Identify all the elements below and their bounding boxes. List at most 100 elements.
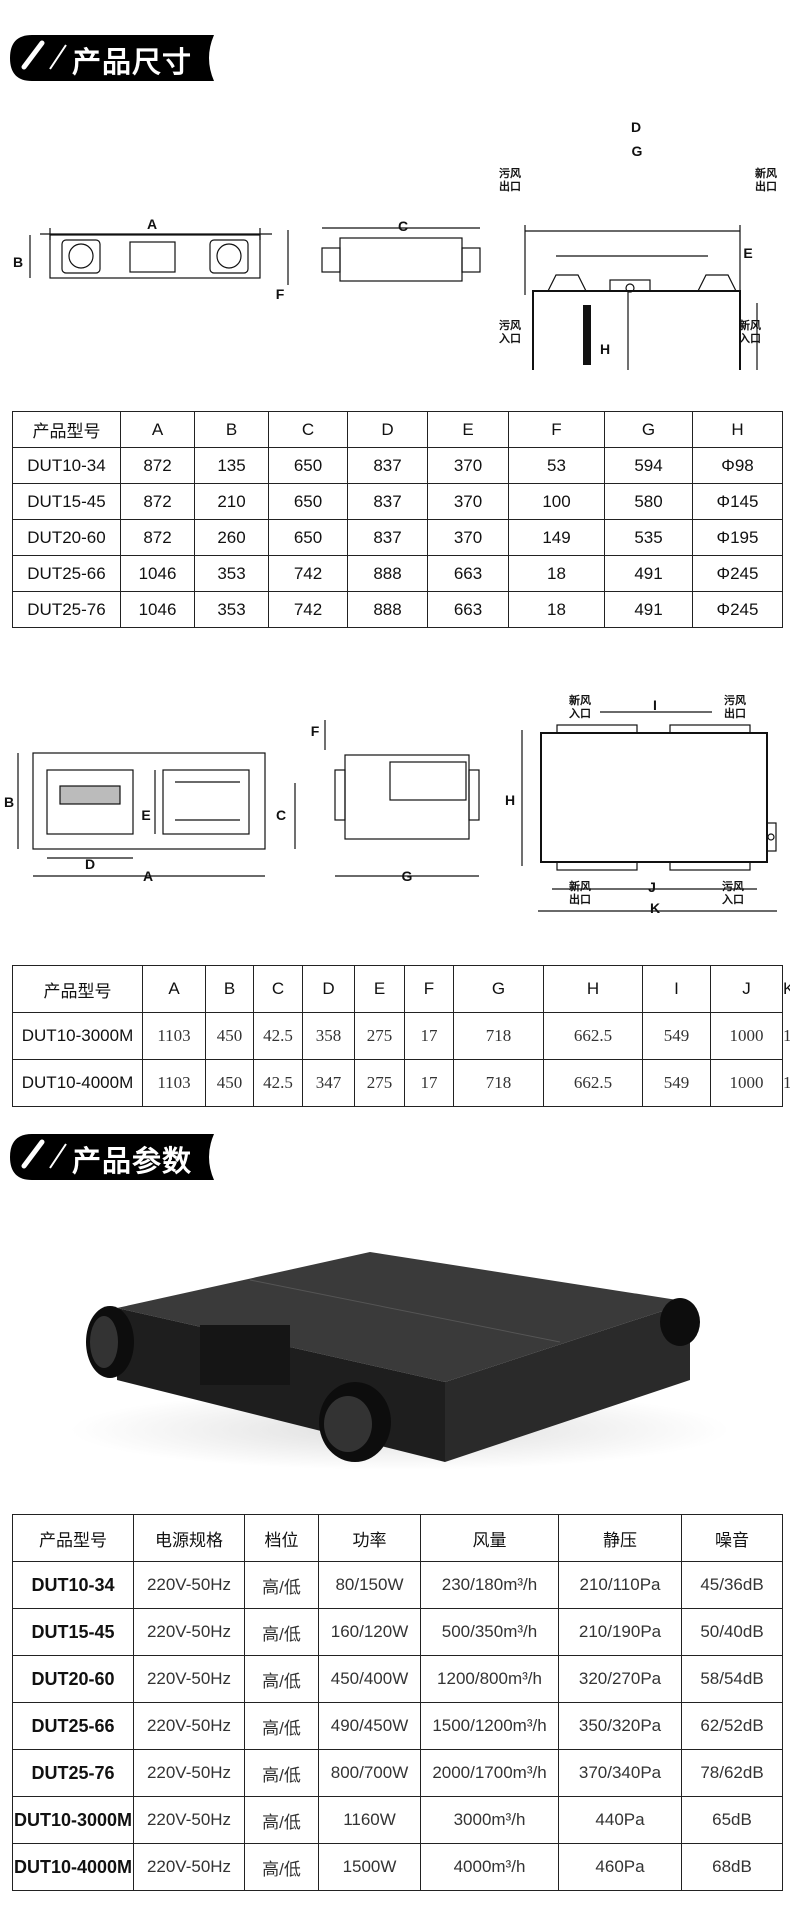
table-cell: 220V-50Hz <box>133 1655 245 1703</box>
dim-label-a: A <box>142 868 154 884</box>
table-cell: 742 <box>268 591 348 628</box>
section-title: 产品尺寸 <box>72 45 193 79</box>
column-header: E <box>427 411 509 448</box>
table-cell: 210/110Pa <box>558 1561 682 1609</box>
table-cell: Φ245 <box>692 555 783 592</box>
column-header: D <box>347 411 428 448</box>
table-cell: 160/120W <box>318 1608 421 1656</box>
dim-label-e: E <box>743 245 753 261</box>
dim-label-d: D <box>84 856 96 872</box>
table-cell: 663 <box>427 555 509 592</box>
dim-label-a: A <box>146 216 158 232</box>
table-cell: DUT15-45 <box>12 1608 134 1656</box>
table-cell: 491 <box>604 555 693 592</box>
table-cell: 275 <box>354 1059 405 1107</box>
table-cell: DUT25-66 <box>12 555 121 592</box>
dim-label-b: B <box>12 254 24 270</box>
dim-label-g: G <box>401 868 413 884</box>
technical-drawing <box>17 711 777 912</box>
table-cell: 350/320Pa <box>558 1702 682 1750</box>
column-header: E <box>354 965 405 1013</box>
table-cell: 45/36dB <box>681 1561 783 1609</box>
port-fresh-inlet: 新风 入口 <box>569 694 591 720</box>
table-cell: 490/450W <box>318 1702 421 1750</box>
table-cell: 353 <box>194 555 269 592</box>
table-cell: 650 <box>268 519 348 556</box>
table-cell: 50/40dB <box>681 1608 783 1656</box>
table-cell: 347 <box>302 1059 355 1107</box>
table-cell: 500/350m³/h <box>420 1608 559 1656</box>
table-cell: 662.5 <box>543 1012 643 1060</box>
table-cell: 62/52dB <box>681 1702 783 1750</box>
table-cell: 888 <box>347 591 428 628</box>
ventilator-unit-illustration <box>70 1252 730 1470</box>
table-cell: 80/150W <box>318 1561 421 1609</box>
table-cell: DUT10-34 <box>12 447 121 484</box>
table-cell: 358 <box>302 1012 355 1060</box>
column-header: F <box>404 965 454 1013</box>
table-cell: 230/180m³/h <box>420 1561 559 1609</box>
table-cell: 4000m³/h <box>420 1843 559 1891</box>
table-cell: 42.5 <box>253 1059 303 1107</box>
dim-label-j: J <box>648 879 656 895</box>
dimension-diagram-2: A B C D E F G H I J K 新风 入口 污风 出口 新风 出口 … <box>0 690 790 930</box>
port-fresh-inlet: 新风 入口 <box>739 319 761 345</box>
table-cell: 1046 <box>120 555 195 592</box>
table-cell: 135 <box>194 447 269 484</box>
column-header: 产品型号 <box>12 411 121 448</box>
column-header: C <box>268 411 348 448</box>
table-cell: 高/低 <box>244 1843 319 1891</box>
table-cell: 高/低 <box>244 1561 319 1609</box>
table-cell: DUT20-60 <box>12 1655 134 1703</box>
table-cell: Φ195 <box>692 519 783 556</box>
table-cell: 68dB <box>681 1843 783 1891</box>
table-cell: 高/低 <box>244 1796 319 1844</box>
table-cell: 370/340Pa <box>558 1749 682 1797</box>
table-cell: 320/270Pa <box>558 1655 682 1703</box>
table-cell: 220V-50Hz <box>133 1749 245 1797</box>
dim-label-d: D <box>630 119 642 135</box>
table-cell: DUT20-60 <box>12 519 121 556</box>
table-cell: 17 <box>404 1059 454 1107</box>
table-cell: 535 <box>604 519 693 556</box>
table-cell: 220V-50Hz <box>133 1796 245 1844</box>
table-cell: 高/低 <box>244 1702 319 1750</box>
section-title: 产品参数 <box>72 1144 193 1178</box>
port-dirty-inlet: 污风 入口 <box>499 319 521 345</box>
column-header: B <box>205 965 254 1013</box>
table-cell: 高/低 <box>244 1749 319 1797</box>
table-cell: DUT25-76 <box>12 591 121 628</box>
table-cell: 2000/1700m³/h <box>420 1749 559 1797</box>
dimension-diagram-1: A B C D E F G H 污风 出口 新风 出口 污风 入口 新风 入口 <box>0 100 790 455</box>
column-header: A <box>142 965 206 1013</box>
column-header: I <box>642 965 711 1013</box>
table-cell: DUT10-4000M <box>12 1843 134 1891</box>
table-cell: Φ98 <box>692 447 783 484</box>
table-cell: 742 <box>268 555 348 592</box>
table-cell: 220V-50Hz <box>133 1561 245 1609</box>
table-cell: 650 <box>268 447 348 484</box>
table-cell: Φ245 <box>692 591 783 628</box>
table-cell: 65dB <box>681 1796 783 1844</box>
table-cell: 888 <box>347 555 428 592</box>
table-cell: 3000m³/h <box>420 1796 559 1844</box>
table-cell: 872 <box>120 519 195 556</box>
table-cell: 549 <box>642 1012 711 1060</box>
table-cell: 370 <box>427 447 509 484</box>
column-header: C <box>253 965 303 1013</box>
column-header: 档位 <box>244 1514 319 1562</box>
table-cell: 872 <box>120 483 195 520</box>
table-cell: DUT15-45 <box>12 483 121 520</box>
port-fresh-outlet: 新风 出口 <box>755 167 777 193</box>
table-cell: 220V-50Hz <box>133 1843 245 1891</box>
table-cell: 549 <box>642 1059 711 1107</box>
table-cell: 837 <box>347 447 428 484</box>
table-cell: 353 <box>194 591 269 628</box>
dim-label-c: C <box>397 218 409 234</box>
